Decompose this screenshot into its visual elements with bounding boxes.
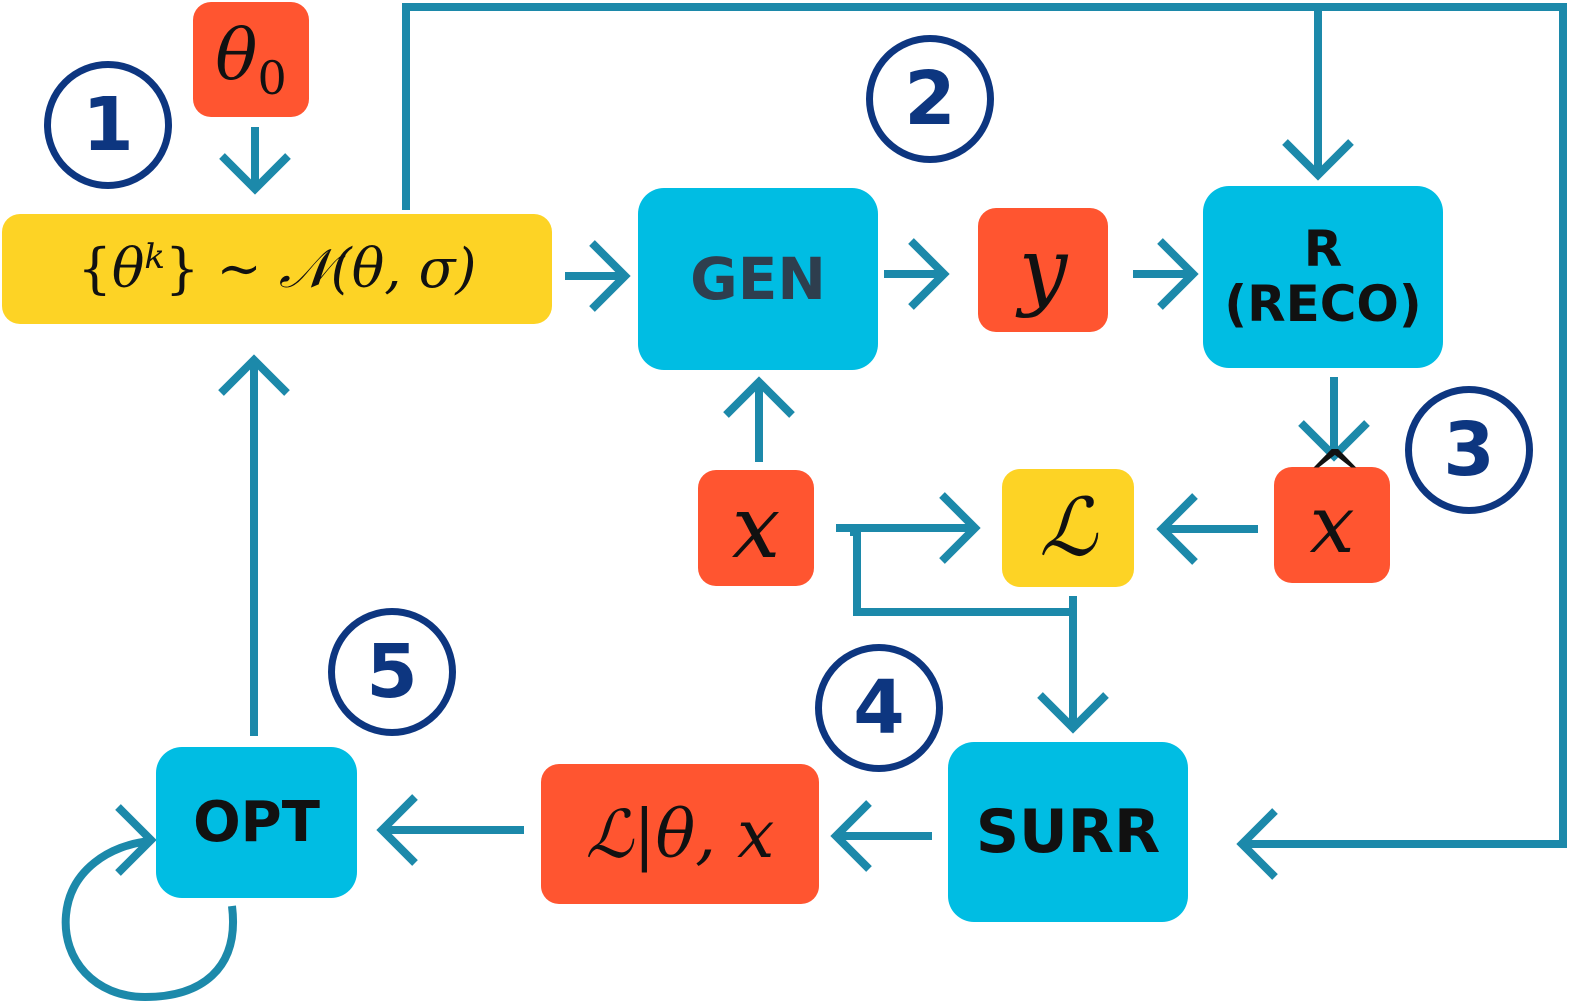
arrow-theta0-to-sampling [219,127,291,195]
conditional-loss-formula: ℒ|θ, x [586,796,775,873]
surr-node: SURR [948,742,1188,922]
reco-r-label: R [1303,220,1343,278]
step-4-number: 4 [853,665,905,751]
arrow-x-to-gen [723,376,795,462]
arrow-sampling-to-reco-loop [402,3,1354,210]
step-1-number: 1 [82,82,134,168]
gen-node: GEN [638,188,878,370]
sampling-close-brace: } [164,237,200,300]
conditional-bar: | [633,795,656,873]
y-node: y [978,208,1108,332]
sampling-theta: θ [111,237,145,300]
x-node: x [698,470,814,586]
sampling-node: {θk} ∼ 𝒩(θ, σ) [2,214,552,324]
sampling-open-brace: { [77,237,112,300]
opt-node: OPT [156,747,357,898]
sampling-superscript: k [144,237,165,277]
conditional-loss-symbol: ℒ [585,795,634,873]
loss-node: ℒ [1002,469,1134,587]
step-5-circle: 5 [328,608,456,736]
theta0-label: θ0 [215,14,286,105]
step-2-circle: 2 [866,35,994,163]
step-2-number: 2 [904,56,956,142]
xhat-node: x [1274,467,1390,583]
sampling-tilde: ∼ [216,237,262,300]
step-3-number: 3 [1443,407,1495,493]
arrow-xhat-to-loss [1156,493,1258,565]
theta0-node: θ0 [193,2,309,117]
arrow-loop-to-surr [1236,3,1567,880]
conditional-loss-node: ℒ|θ, x [541,764,819,904]
opt-label: OPT [193,790,320,855]
xhat-label: x [1309,485,1354,565]
sampling-normal: 𝒩 [278,237,331,300]
arrow-cond-loss-to-opt [376,794,524,866]
arrow-surr-to-cond-loss [830,800,932,872]
arrow-gen-to-y [884,238,950,310]
arrow-y-to-reco [1133,238,1199,310]
arrow-sampling-to-gen [565,240,631,312]
arrow-opt-self-loop [61,804,238,1002]
theta0-subscript: 0 [257,51,287,105]
sampling-args: (θ, σ) [330,237,477,300]
step-5-number: 5 [366,629,418,715]
arrow-opt-to-sampling [218,354,290,736]
surr-label: SURR [975,797,1161,867]
theta0-symbol: θ [215,14,258,96]
step-1-circle: 1 [44,61,172,189]
y-label: y [1018,220,1068,320]
arrow-loss-to-surr [850,528,1109,734]
loss-label: ℒ [1039,481,1097,574]
reco-node: R (RECO) [1203,186,1443,368]
step-4-circle: 4 [815,644,943,772]
gen-label: GEN [690,245,826,313]
sampling-formula: {θk} ∼ 𝒩(θ, σ) [77,237,476,301]
reco-label: (RECO) [1224,275,1422,333]
step-3-circle: 3 [1405,386,1533,514]
conditional-args: θ, x [655,795,775,873]
x-label: x [731,478,781,578]
